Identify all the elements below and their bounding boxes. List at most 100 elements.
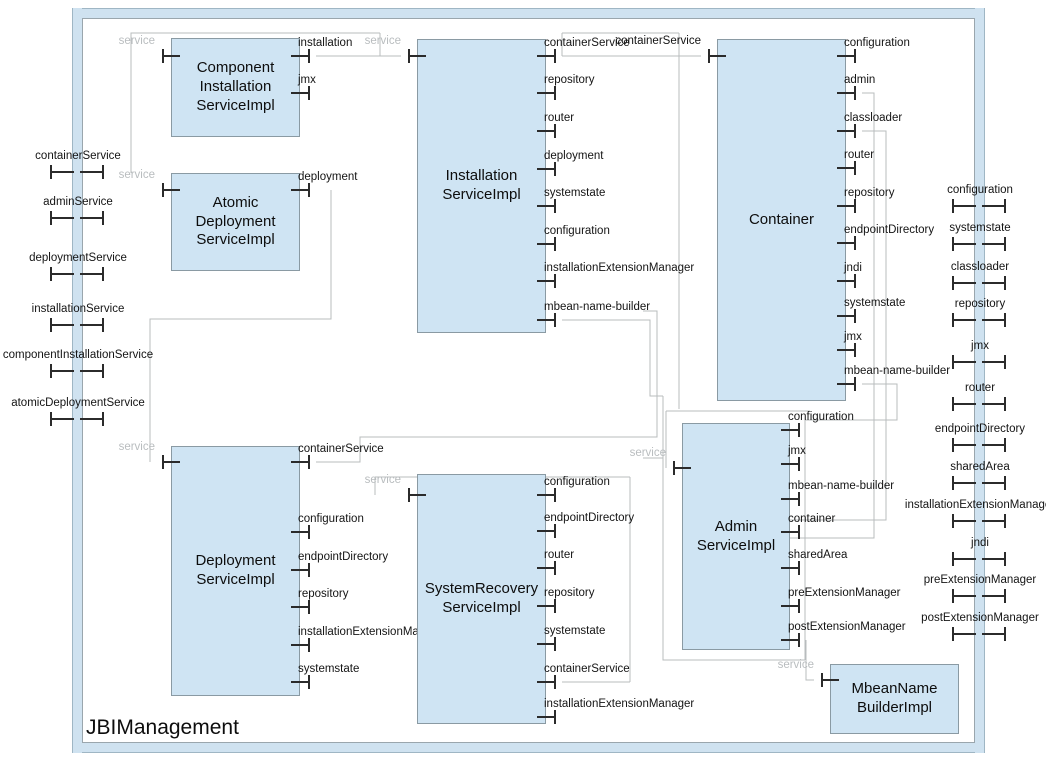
port-marker[interactable] (837, 161, 856, 175)
package-right-port[interactable] (952, 514, 1006, 528)
port-marker[interactable] (537, 49, 556, 63)
port-label: service (364, 35, 401, 47)
package-right-port[interactable] (952, 438, 1006, 452)
port-marker[interactable] (291, 563, 310, 577)
port-marker[interactable] (291, 49, 310, 63)
package-right-port[interactable] (952, 355, 1006, 369)
package-right-port[interactable] (952, 476, 1006, 490)
port-marker[interactable] (408, 488, 426, 502)
port-marker[interactable] (537, 274, 556, 288)
port-marker[interactable] (408, 49, 426, 63)
component-system-recovery-service-impl[interactable]: SystemRecovery ServiceImpl (417, 474, 546, 724)
port-marker[interactable] (837, 199, 856, 213)
port-label: jndi (971, 537, 989, 549)
port-marker[interactable] (781, 423, 800, 437)
port-marker[interactable] (537, 237, 556, 251)
port-label: installationExtensionManager (298, 626, 449, 638)
port-marker[interactable] (781, 457, 800, 471)
port-marker[interactable] (291, 455, 310, 469)
package-title: JBIManagement (86, 716, 239, 739)
port-label: preExtensionManager (923, 574, 1037, 586)
port-marker[interactable] (837, 309, 856, 323)
port-marker[interactable] (537, 313, 556, 327)
package-right-port[interactable] (952, 397, 1006, 411)
package-right-port[interactable] (952, 589, 1006, 603)
port-marker[interactable] (537, 162, 556, 176)
package-right-port[interactable] (952, 276, 1006, 290)
package-left-band (73, 8, 82, 753)
port-label: installationExtensionManager (904, 499, 1046, 511)
port-label: repository (844, 187, 895, 199)
component-deployment-service-impl[interactable]: Deployment ServiceImpl (171, 446, 300, 696)
component-container[interactable]: Container (717, 39, 846, 401)
package-right-port[interactable] (952, 199, 1006, 213)
port-marker[interactable] (837, 236, 856, 250)
port-label: repository (544, 74, 595, 86)
port-marker[interactable] (837, 86, 856, 100)
port-label: jmx (298, 74, 316, 86)
port-marker[interactable] (821, 673, 839, 687)
package-right-port[interactable] (952, 627, 1006, 641)
port-label: containerService (615, 35, 701, 47)
port-label: endpointDirectory (298, 551, 389, 563)
port-marker[interactable] (537, 637, 556, 651)
port-marker[interactable] (781, 599, 800, 613)
port-marker[interactable] (162, 183, 180, 197)
package-left-port[interactable] (50, 364, 104, 378)
port-marker[interactable] (537, 86, 556, 100)
port-label: componentInstallationService (2, 349, 154, 361)
port-label: repository (954, 298, 1006, 310)
port-marker[interactable] (537, 710, 556, 724)
port-marker[interactable] (291, 600, 310, 614)
port-label: adminService (43, 196, 113, 208)
component-installation-service-impl[interactable]: Installation ServiceImpl (417, 39, 546, 333)
port-marker[interactable] (781, 633, 800, 647)
port-marker[interactable] (537, 561, 556, 575)
port-label: service (118, 169, 155, 181)
port-marker[interactable] (781, 561, 800, 575)
package-left-port[interactable] (50, 211, 104, 225)
package-left-port[interactable] (50, 318, 104, 332)
port-marker[interactable] (537, 675, 556, 689)
port-marker[interactable] (537, 488, 556, 502)
port-marker[interactable] (537, 599, 556, 613)
port-label: deployment (544, 150, 604, 162)
port-marker[interactable] (837, 49, 856, 63)
component-atomic-deployment-service-impl[interactable]: Atomic Deployment ServiceImpl (171, 173, 300, 271)
package-right-port[interactable] (952, 313, 1006, 327)
package-left-port[interactable] (50, 412, 104, 426)
port-marker[interactable] (673, 461, 691, 475)
port-label: router (844, 149, 875, 161)
package-right-port[interactable] (952, 552, 1006, 566)
port-marker[interactable] (837, 377, 856, 391)
port-label: containerService (544, 663, 630, 675)
port-marker[interactable] (291, 525, 310, 539)
port-marker[interactable] (291, 675, 310, 689)
port-marker[interactable] (837, 274, 856, 288)
component-admin-service-impl[interactable]: Admin ServiceImpl (682, 423, 790, 650)
port-marker[interactable] (291, 183, 310, 197)
port-marker[interactable] (162, 49, 180, 63)
port-marker[interactable] (537, 524, 556, 538)
port-marker[interactable] (708, 49, 726, 63)
port-label: sharedArea (788, 549, 848, 561)
port-label: postExtensionManager (921, 612, 1039, 624)
port-marker[interactable] (537, 124, 556, 138)
port-marker[interactable] (837, 343, 856, 357)
package-left-port[interactable] (50, 267, 104, 281)
port-marker[interactable] (837, 124, 856, 138)
port-label: service (629, 447, 666, 459)
component-component-installation-service-impl[interactable]: Component Installation ServiceImpl (171, 38, 300, 137)
component-mbean-name-builder-impl[interactable]: MbeanName BuilderImpl (830, 664, 959, 734)
port-label: preExtensionManager (788, 587, 901, 599)
port-marker[interactable] (781, 492, 800, 506)
port-marker[interactable] (162, 455, 180, 469)
port-marker[interactable] (291, 86, 310, 100)
package-right-port[interactable] (952, 237, 1006, 251)
package-left-port[interactable] (50, 165, 104, 179)
port-marker[interactable] (291, 638, 310, 652)
port-marker[interactable] (781, 525, 800, 539)
port-label: containerService (544, 37, 630, 49)
port-marker[interactable] (537, 199, 556, 213)
